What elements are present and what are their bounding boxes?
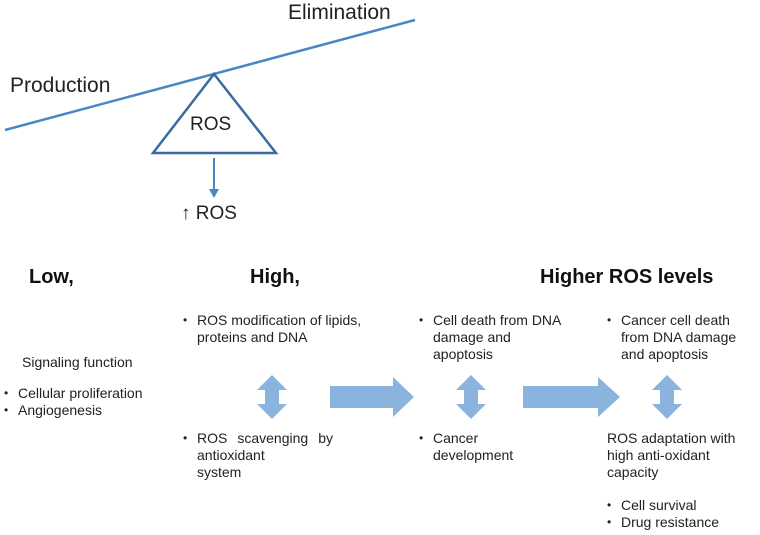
double-arrow-middle (456, 375, 486, 419)
list-item: Cell death from DNA damage and apoptosis (419, 312, 569, 363)
high-heading: High, (250, 266, 300, 288)
fulcrum-triangle (150, 71, 279, 155)
list-item: Cellular proliferation (4, 385, 194, 402)
list-item: Cancer cell death from DNA damage and ap… (607, 312, 757, 363)
list-item: ROS scavenging by antioxidant system (183, 430, 333, 481)
list-item: ROS modification of lipids, proteins and… (183, 312, 383, 346)
middle-top-list: Cell death from DNA damage and apoptosis (419, 312, 569, 363)
list-item: Cell survival (607, 497, 757, 514)
elimination-label: Elimination (288, 1, 391, 24)
increase-arrow-head (209, 189, 219, 198)
balance-beam (4, 18, 416, 132)
production-label: Production (10, 74, 111, 97)
list-item: Drug resistance (607, 514, 757, 531)
fulcrum-label: ROS (190, 114, 232, 135)
higher-heading: Higher ROS levels (540, 266, 714, 288)
low-heading: Low, (29, 266, 74, 288)
high-bottom-list: ROS scavenging by antioxidant system (183, 430, 333, 481)
ros-increase-label: ↑ ROS (181, 203, 237, 224)
list-item: Cancer development (419, 430, 539, 464)
high-bottom-line1: ROS scavenging by antioxidant (197, 430, 333, 463)
low-function-label: Signaling function (22, 354, 133, 370)
right-arrow-2 (523, 377, 620, 417)
double-arrow-higher (652, 375, 682, 419)
right-arrow-1 (330, 377, 414, 417)
higher-bullet-list: Cell survival Drug resistance (607, 497, 757, 531)
higher-adaptation-label: ROS adaptation with high anti-oxidant ca… (607, 430, 736, 480)
middle-bottom-list: Cancer development (419, 430, 539, 464)
list-item: Angiogenesis (4, 402, 194, 419)
double-arrow-high (257, 375, 287, 419)
high-top-list: ROS modification of lipids, proteins and… (183, 312, 383, 346)
higher-top-list: Cancer cell death from DNA damage and ap… (607, 312, 757, 363)
high-bottom-line2: system (197, 464, 242, 480)
low-bullet-list: Cellular proliferation Angiogenesis (4, 385, 194, 419)
